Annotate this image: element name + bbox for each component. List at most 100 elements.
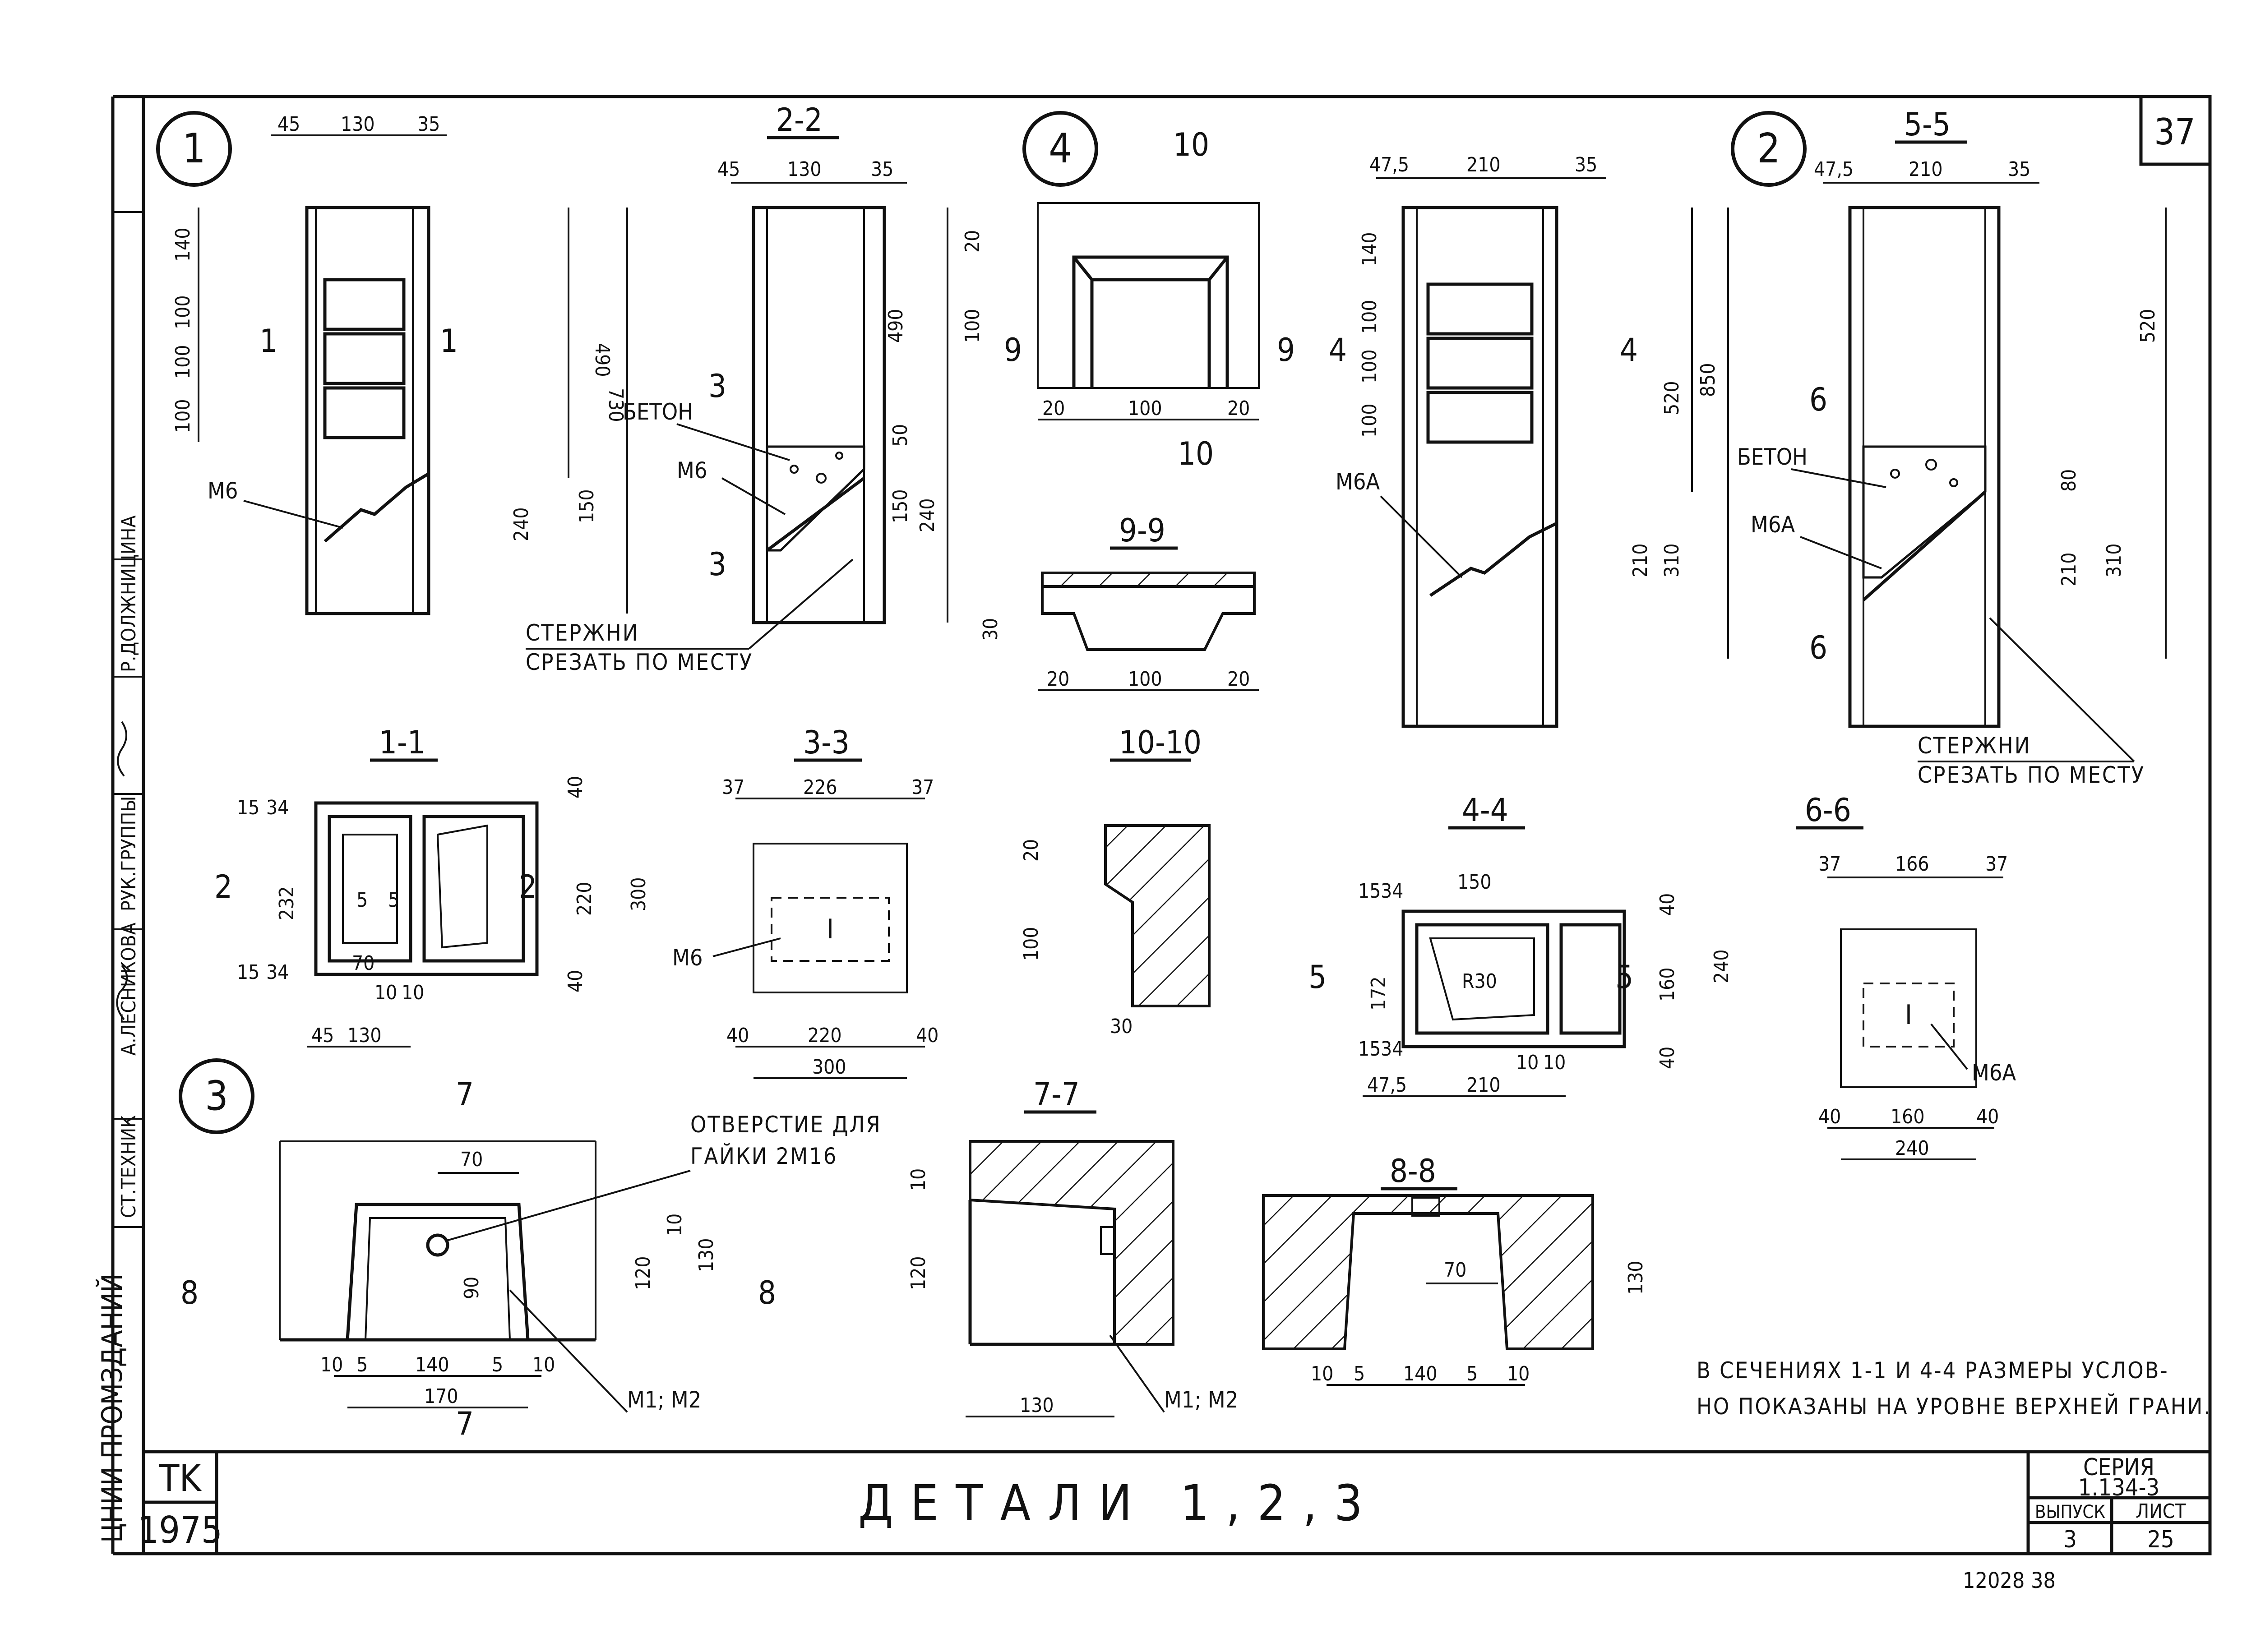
svg-text:ОТВЕРСТИЕ ДЛЯ: ОТВЕРСТИЕ ДЛЯ <box>690 1112 882 1138</box>
detail-1: 1 45 130 35 М6 140 100 100 100 1 1 490 1… <box>156 111 628 615</box>
sidebar-role-1: СТ.ТЕХНИК <box>117 1115 140 1218</box>
svg-text:150: 150 <box>1457 871 1492 894</box>
detail-3-id: 3 <box>205 1072 228 1120</box>
svg-text:240: 240 <box>1710 949 1733 983</box>
detail-2-id: 2 <box>1757 125 1780 172</box>
svg-text:45: 45 <box>311 1024 334 1047</box>
note-line-1: В СЕЧЕНИЯХ 1-1 И 4-4 РАЗМЕРЫ УСЛОВ- <box>1697 1357 2169 1384</box>
section-2-2-title: 2-2 <box>776 102 823 138</box>
svg-text:34: 34 <box>266 961 289 984</box>
svg-text:БЕТОН: БЕТОН <box>1737 444 1808 470</box>
section-2-2: 2-2 45 130 35 БЕТОН М6 3 3 490 50 150 24… <box>526 102 948 675</box>
svg-text:45: 45 <box>717 158 740 181</box>
sheet-value: 25 <box>2147 1526 2174 1553</box>
issue-value: 3 <box>2063 1526 2077 1553</box>
svg-text:10: 10 <box>1311 1362 1333 1385</box>
svg-text:90: 90 <box>460 1277 483 1299</box>
d1-dim-730: 730 <box>604 388 627 422</box>
svg-text:140: 140 <box>1403 1362 1438 1385</box>
sidebar-org: ЦНИИ ПРОМЗДАНИЙ <box>96 1274 129 1543</box>
svg-text:100: 100 <box>961 309 984 343</box>
svg-text:10: 10 <box>1507 1362 1530 1385</box>
svg-text:15: 15 <box>1358 1038 1381 1061</box>
svg-text:160: 160 <box>1656 967 1679 1001</box>
sheet-frame <box>111 95 2212 1555</box>
svg-text:20: 20 <box>1042 397 1065 420</box>
svg-text:47,5: 47,5 <box>1814 158 1854 181</box>
svg-text:34: 34 <box>266 796 289 819</box>
stamp-year: 1975 <box>138 1509 222 1552</box>
svg-text:9-9: 9-9 <box>1119 512 1165 549</box>
d2-2-concrete: БЕТОН <box>623 399 693 425</box>
series-value: 1.134-3 <box>2078 1474 2160 1501</box>
detail-1-id: 1 <box>182 125 206 172</box>
svg-text:СРЕЗАТЬ ПО МЕСТУ: СРЕЗАТЬ ПО МЕСТУ <box>1918 762 2145 788</box>
svg-text:2: 2 <box>214 868 232 905</box>
d1-cut-left: 1 <box>259 323 277 360</box>
svg-text:37: 37 <box>722 776 744 799</box>
svg-text:34: 34 <box>1381 880 1403 903</box>
svg-text:210: 210 <box>1909 158 1943 181</box>
svg-text:М6А: М6А <box>1972 1060 2016 1086</box>
svg-text:210: 210 <box>2057 552 2080 586</box>
detail-2: 2 5-5 47,5 210 35 БЕТОН М6А 6 6 520 80 2… <box>1731 106 2167 788</box>
svg-text:100: 100 <box>1358 300 1381 334</box>
d1-dim-140: 140 <box>171 227 194 262</box>
svg-text:35: 35 <box>1575 153 1597 176</box>
series-label: СЕРИЯ <box>2083 1454 2154 1481</box>
stamp-org: TK <box>158 1457 202 1500</box>
bottom-scribble: 12028 38 <box>1963 1568 2056 1593</box>
svg-text:40: 40 <box>726 1024 749 1047</box>
svg-text:М1; М2: М1; М2 <box>1164 1387 1238 1413</box>
svg-text:R30: R30 <box>1462 970 1497 993</box>
section-4-4: 4-4 15 34 150 172 R30 40 160 240 40 15 3… <box>1308 792 1733 1097</box>
svg-text:210: 210 <box>1629 543 1652 577</box>
svg-text:210: 210 <box>1466 1074 1501 1097</box>
section-7-7: 7-7 10 120 130 М1; М2 <box>907 1076 1238 1417</box>
svg-text:ГАЙКИ 2М16: ГАЙКИ 2М16 <box>690 1143 837 1169</box>
title-block: 37 TK 1975 ДЕТАЛИ 1,2,3 СЕРИЯ 1.134-3 ВЫ… <box>138 111 2196 1593</box>
svg-text:35: 35 <box>871 158 893 181</box>
svg-text:7: 7 <box>456 1076 474 1113</box>
svg-text:30: 30 <box>979 618 1002 641</box>
svg-text:47,5: 47,5 <box>1369 153 1409 176</box>
d1-dim-100b: 100 <box>171 345 194 379</box>
d1-dim-130: 130 <box>341 113 375 136</box>
svg-text:40: 40 <box>1818 1105 1841 1128</box>
svg-text:20: 20 <box>1227 668 1250 691</box>
svg-text:7-7: 7-7 <box>1033 1076 1080 1113</box>
sidebar-role-4: Р.ДОЛЖНИЦИНА <box>117 515 140 672</box>
svg-text:15: 15 <box>1358 880 1381 903</box>
svg-text:70: 70 <box>1444 1259 1466 1282</box>
svg-text:850: 850 <box>1697 363 1720 397</box>
d2-2-note-2: СРЕЗАТЬ ПО МЕСТУ <box>526 649 753 675</box>
d4-mark: М6А <box>1336 469 1380 495</box>
svg-text:240: 240 <box>916 498 939 532</box>
detail-circle-1 <box>156 111 232 187</box>
svg-text:240: 240 <box>1895 1137 1929 1160</box>
svg-text:37: 37 <box>1818 853 1841 876</box>
svg-text:9: 9 <box>1277 332 1295 369</box>
svg-text:6-6: 6-6 <box>1805 792 1851 829</box>
sidebar-role-2: А.ЛЕСНИКОВА <box>117 923 140 1056</box>
d1-dim-490: 490 <box>591 343 614 377</box>
svg-text:М1; М2: М1; М2 <box>627 1387 701 1413</box>
svg-text:15: 15 <box>237 796 259 819</box>
svg-text:10: 10 <box>1543 1051 1566 1074</box>
svg-text:5: 5 <box>1615 959 1633 996</box>
d1-dim-35: 35 <box>417 113 440 136</box>
svg-text:130: 130 <box>347 1024 382 1047</box>
d2-2-mark: М6 <box>677 457 707 484</box>
d1-dim-100a: 100 <box>171 295 194 329</box>
svg-text:7: 7 <box>456 1405 474 1442</box>
svg-text:10: 10 <box>320 1353 343 1376</box>
svg-text:490: 490 <box>884 309 907 343</box>
svg-text:М6А: М6А <box>1751 512 1795 538</box>
svg-text:20: 20 <box>1020 839 1043 862</box>
svg-text:8: 8 <box>180 1274 199 1311</box>
svg-text:4: 4 <box>1620 332 1638 369</box>
svg-text:40: 40 <box>1656 893 1679 916</box>
svg-text:70: 70 <box>352 952 374 975</box>
sheet-number: 37 <box>2154 111 2196 153</box>
svg-text:226: 226 <box>803 776 837 799</box>
